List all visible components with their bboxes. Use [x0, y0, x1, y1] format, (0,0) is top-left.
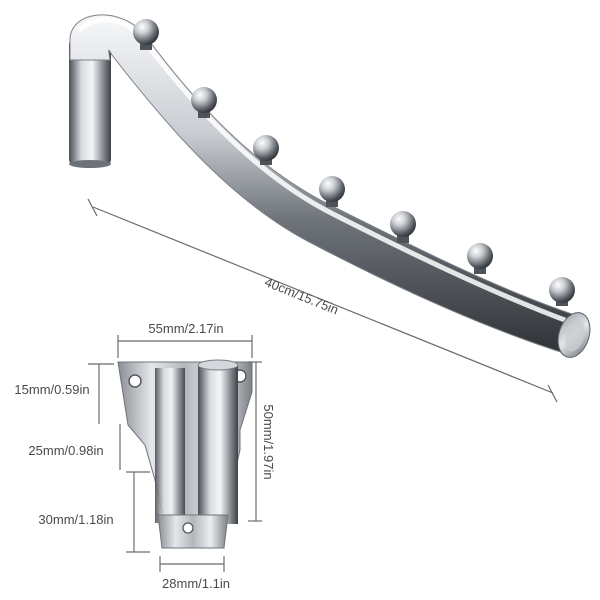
mounting-hole: [128, 374, 142, 388]
bracket-tube-top: [197, 359, 239, 371]
arm-end-cap-inner: [565, 320, 585, 352]
knob: [467, 243, 493, 274]
tab-width-dimension: 28mm/1.1in: [159, 556, 230, 591]
bottom-segment-dimension: 30mm/1.18in: [38, 471, 150, 553]
top-segment-dimension: 15mm/0.59in: [14, 363, 114, 424]
knob: [319, 176, 345, 207]
bracket-width-dimension: 55mm/2.17in: [117, 321, 253, 358]
wall-post-bottom: [69, 160, 111, 168]
bracket-side-right: [198, 364, 238, 524]
wall-post: [69, 40, 111, 164]
knob: [191, 87, 217, 118]
middle-segment-dimension: 25mm/0.98in: [28, 424, 121, 470]
hanger-arm: [69, 14, 591, 358]
tab-width-label: 28mm/1.1in: [162, 576, 230, 591]
knob: [133, 19, 159, 50]
arm-length-label: 40cm/15.75in: [263, 274, 341, 317]
tab-hole: [182, 522, 194, 534]
bracket-height-label: 50mm/1.97in: [261, 404, 276, 479]
bracket-tab: [157, 514, 229, 549]
knob: [549, 277, 575, 306]
bracket-width-label: 55mm/2.17in: [148, 321, 223, 336]
wall-bracket: [117, 359, 253, 549]
knob: [253, 135, 279, 165]
knob: [390, 211, 416, 243]
bracket-side-left: [155, 368, 185, 523]
bracket-height-dimension: 50mm/1.97in: [248, 361, 276, 522]
knobs: [133, 19, 575, 306]
bottom-segment-label: 30mm/1.18in: [38, 512, 113, 527]
middle-segment-label: 25mm/0.98in: [28, 443, 103, 458]
top-segment-label: 15mm/0.59in: [14, 382, 89, 397]
arm-highlight: [77, 17, 573, 325]
